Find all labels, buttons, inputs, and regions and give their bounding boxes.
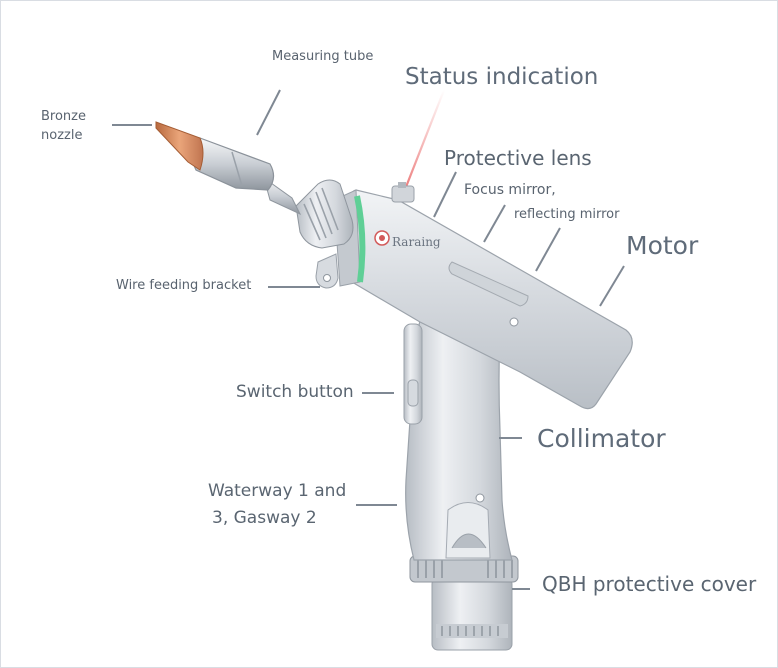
- shaft: [263, 176, 302, 216]
- label-measuring-tube: Measuring tube: [272, 49, 374, 64]
- label-bronze-nozzle-line2: nozzle: [41, 128, 83, 143]
- leader-lines: [112, 89, 625, 590]
- label-bronze-nozzle-line1: Bronze: [41, 109, 86, 124]
- knurled-ring: [409, 555, 519, 583]
- label-qbh-protective-cover: QBH protective cover: [542, 572, 757, 596]
- leader-focus-mirror: [483, 204, 506, 243]
- leader-reflecting-mirror: [535, 227, 561, 272]
- label-wire-feeding-bracket: Wire feeding bracket: [116, 278, 252, 293]
- label-focus-mirror-line1: Focus mirror,: [464, 182, 556, 198]
- qbh-protective-cover: [431, 577, 513, 651]
- label-focus-mirror-line2: reflecting mirror: [514, 207, 620, 222]
- status-ring: [354, 195, 366, 283]
- label-waterway-line1: Waterway 1 and: [208, 481, 347, 501]
- label-switch-button: Switch button: [236, 382, 354, 402]
- label-waterway: Waterway 1 and 3, Gasway 2: [208, 478, 346, 532]
- front-connector: [295, 179, 354, 249]
- bronze-nozzle-shape: [155, 121, 204, 171]
- label-status-indication: Status indication: [405, 64, 599, 90]
- label-motor: Motor: [626, 231, 699, 260]
- switch-button-shape: [403, 323, 423, 425]
- brand-mark: Raraing: [392, 235, 441, 249]
- leader-measuring-tube: [256, 89, 281, 136]
- label-waterway-line2: 3, Gasway 2: [212, 508, 317, 528]
- label-protective-lens: Protective lens: [444, 146, 592, 170]
- leader-protective-lens: [433, 171, 457, 218]
- leader-motor: [599, 265, 625, 307]
- label-bronze-nozzle: Bronze nozzle: [41, 107, 86, 145]
- label-collimator: Collimator: [537, 424, 666, 453]
- measuring-tube-shape: [192, 137, 275, 191]
- protective-lens-tab: [391, 182, 415, 203]
- wire-feeding-bracket-shape: [315, 253, 339, 289]
- brand-badge: [374, 230, 390, 246]
